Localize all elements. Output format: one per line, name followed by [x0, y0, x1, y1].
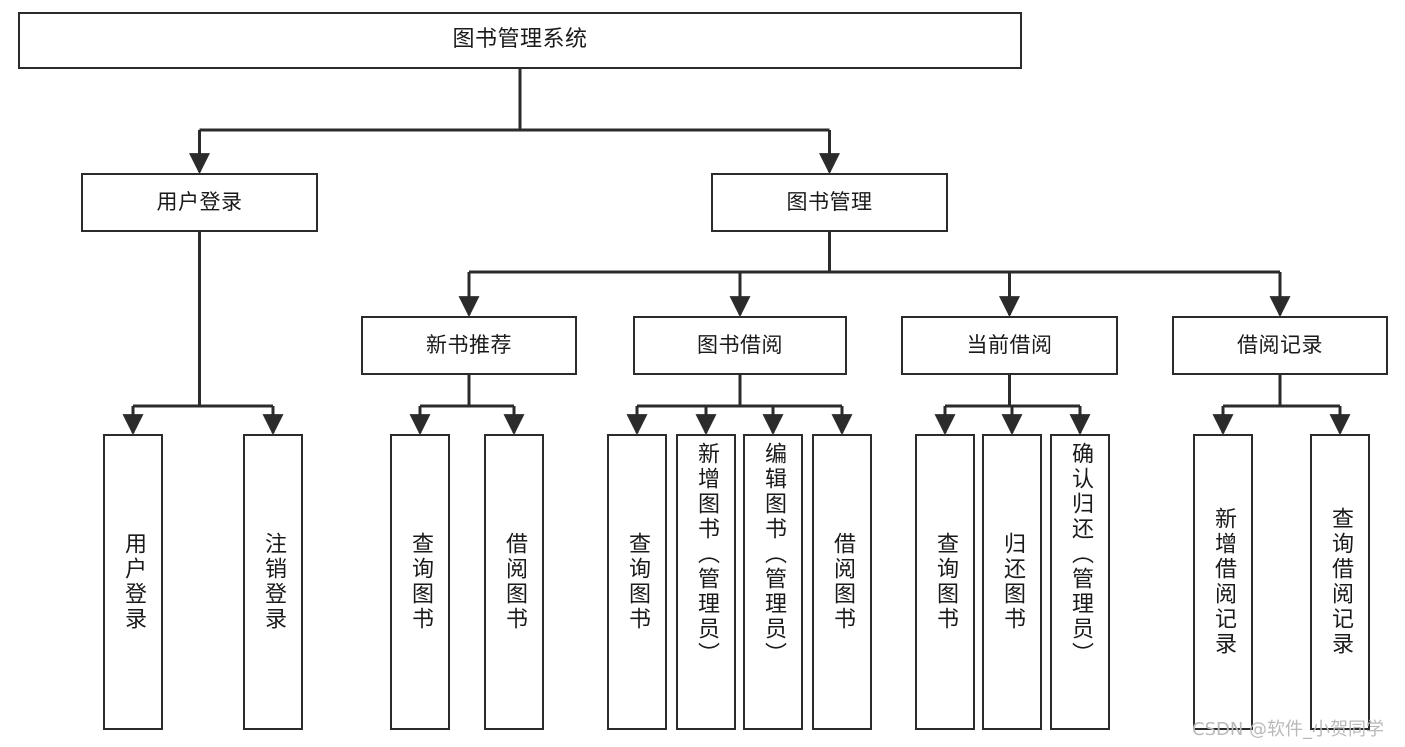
node-label: 查询图书 [625, 532, 650, 632]
node-leaf-logout[interactable]: 注销登录 [243, 434, 303, 730]
node-label: 用户登录 [156, 189, 243, 214]
node-label: 借阅图书 [830, 532, 855, 632]
node-label: 查询图书 [408, 532, 433, 632]
node-book-borrow[interactable]: 图书借阅 [633, 316, 847, 375]
node-leaf-query-book-2[interactable]: 查询图书 [607, 434, 667, 730]
node-label: 借阅图书 [502, 532, 527, 632]
node-leaf-confirm-return[interactable]: 确认归还（管理员） [1050, 434, 1110, 730]
node-label: 归还图书 [1000, 532, 1025, 632]
node-leaf-return-book[interactable]: 归还图书 [982, 434, 1042, 730]
node-root[interactable]: 图书管理系统 [18, 12, 1022, 69]
node-label: 确认归还（管理员） [1068, 442, 1093, 667]
node-book-manage[interactable]: 图书管理 [711, 173, 948, 232]
csdn-watermark: CSDN @软件_小贺同学 [1192, 719, 1385, 740]
node-borrow-record[interactable]: 借阅记录 [1172, 316, 1388, 375]
node-label: 查询借阅记录 [1328, 507, 1353, 657]
node-label: 新增图书（管理员） [694, 442, 719, 667]
node-label: 图书管理系统 [452, 27, 588, 53]
node-label: 编辑图书（管理员） [761, 442, 786, 667]
node-leaf-borrow-book-1[interactable]: 借阅图书 [484, 434, 544, 730]
node-label: 图书管理 [786, 189, 873, 214]
node-label: 新增借阅记录 [1211, 507, 1236, 657]
node-new-book-rec[interactable]: 新书推荐 [361, 316, 577, 375]
node-user-login[interactable]: 用户登录 [81, 173, 318, 232]
node-leaf-borrow-book-2[interactable]: 借阅图书 [812, 434, 872, 730]
node-leaf-query-book-3[interactable]: 查询图书 [915, 434, 975, 730]
node-leaf-query-record[interactable]: 查询借阅记录 [1310, 434, 1370, 730]
node-leaf-query-book-1[interactable]: 查询图书 [390, 434, 450, 730]
node-leaf-edit-book[interactable]: 编辑图书（管理员） [743, 434, 803, 730]
node-label: 用户登录 [121, 532, 146, 632]
node-leaf-add-book[interactable]: 新增图书（管理员） [676, 434, 736, 730]
node-label: 注销登录 [261, 532, 286, 632]
node-leaf-user-login[interactable]: 用户登录 [103, 434, 163, 730]
node-label: 新书推荐 [426, 332, 512, 357]
node-current-borrow[interactable]: 当前借阅 [901, 316, 1118, 375]
node-label: 当前借阅 [966, 332, 1053, 357]
node-leaf-add-record[interactable]: 新增借阅记录 [1193, 434, 1253, 730]
node-label: 查询图书 [933, 532, 958, 632]
node-label: 图书借阅 [697, 332, 783, 357]
node-label: 借阅记录 [1237, 332, 1323, 357]
